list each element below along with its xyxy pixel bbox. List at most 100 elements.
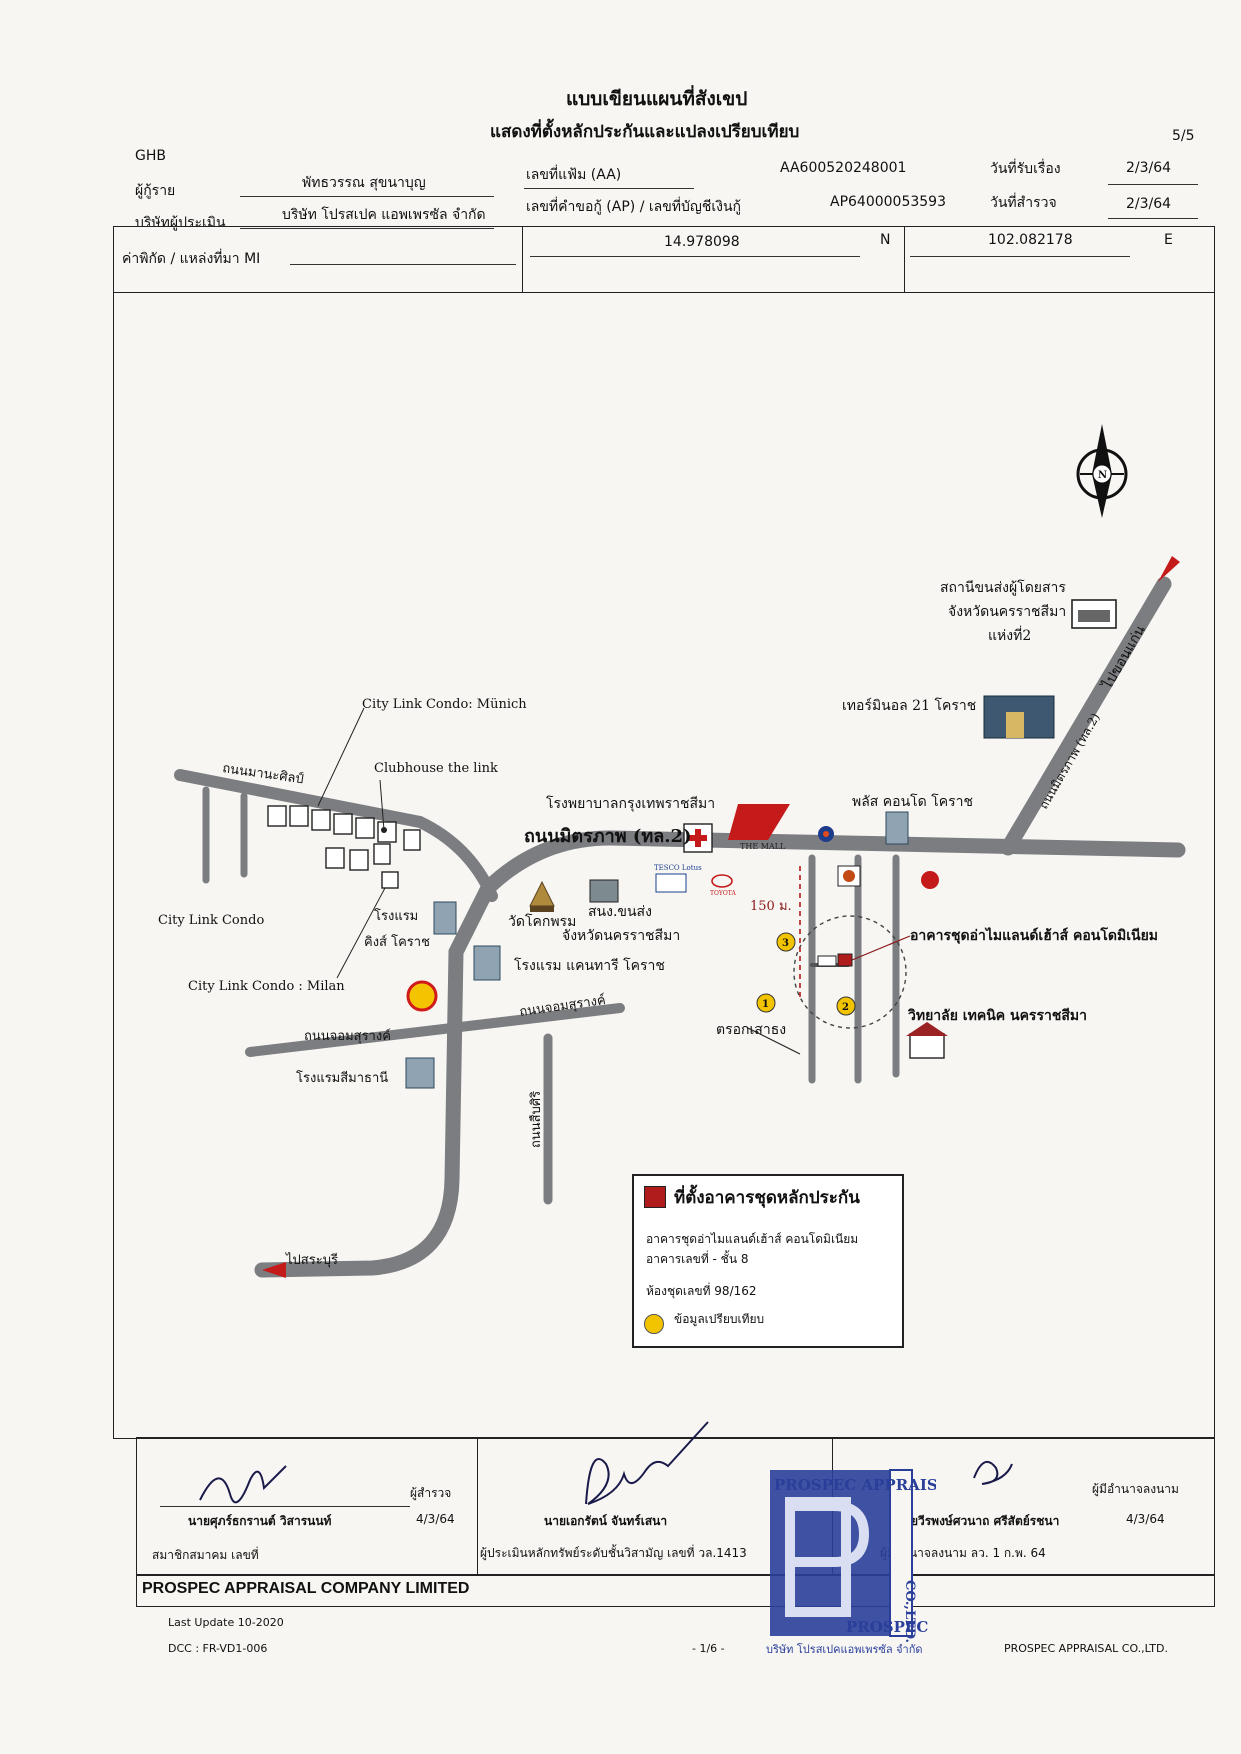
road-chomsurang — [245, 1003, 625, 1057]
ap-no: AP64000053593 — [830, 194, 946, 210]
company-name: PROSPEC APPRAISAL COMPANY LIMITED — [142, 1580, 470, 1597]
road-mittraphap-ne — [1000, 576, 1172, 856]
label-clubhouse: Clubhouse the link — [374, 761, 498, 776]
surveyor-date: 4/3/64 — [416, 1512, 455, 1526]
label-toyota: TOYOTA — [710, 890, 736, 897]
north-letter: N — [1098, 470, 1107, 481]
label-transport-1: สนง.ขนส่ง — [588, 904, 652, 920]
label-bus-terminal-2: จังหวัดนครราชสีมา — [948, 604, 1066, 620]
label-bangkok-hospital: โรงพยาบาลกรุงเทพราชสีมา — [546, 795, 715, 812]
survey-date-label: วันที่สำรวจ — [990, 195, 1057, 211]
city-link-buildings — [267, 805, 421, 889]
label-technic-college: วิทยาลัย เทคนิค นครราชสีมา — [907, 1008, 1087, 1024]
comparison-num-1: 1 — [762, 999, 769, 1010]
comparison-num-3: 3 — [782, 938, 789, 949]
north-arrow — [1076, 424, 1128, 518]
stamp-graphic: PROSPEC APPRAISAL CO.,LTD. PROSPEC — [770, 1469, 960, 1643]
signer-name: นายวีรพงษ์ศวนาถ ศรีสัตย์รชนา — [896, 1514, 1060, 1528]
college-icon — [906, 1022, 948, 1059]
file-no-label: เลขที่แฟ้ม (AA) — [526, 167, 622, 183]
comparison-marker-1 — [756, 993, 776, 1013]
tesco-logo — [655, 873, 687, 893]
map-subtitle: แสดงที่ตั้งหลักประกันและแปลงเปรียบเทียบ — [490, 122, 800, 142]
longitude: 102.082178 — [988, 232, 1073, 248]
latitude: 14.978098 — [664, 234, 740, 250]
bus-terminal-icon — [1071, 599, 1117, 629]
map-frame — [113, 292, 1215, 1439]
ap-no-label: เลขที่คำขอกู้ (AP) / เลขที่บัญชีเงินกู้ — [526, 199, 742, 215]
hotel-canary-icon — [473, 945, 501, 981]
stamp-bottom: PROSPEC — [846, 1618, 928, 1636]
signer-role: ผู้มีอำนาจลงนาม — [1092, 1482, 1179, 1496]
gas-station-icon-3 — [921, 871, 939, 889]
the-mall-text: THE MALL — [740, 842, 786, 851]
subject-marker — [837, 953, 853, 967]
legend-line-3: ห้องชุดเลขที่ 98/162 — [646, 1284, 757, 1298]
leader-subject — [851, 935, 911, 961]
temple-icon — [529, 880, 555, 912]
label-city-link-milan: City Link Condo : Milan — [188, 979, 345, 994]
label-subject: อาคารชุดอ่าไมแลนด์เฮ้าส์ คอนโดมิเนียม — [910, 926, 1158, 944]
label-tesco: TESCO Lotus — [654, 864, 702, 872]
legend-comparison-label: ข้อมูลเปรียบเทียบ — [674, 1312, 765, 1326]
signer-authority: ผู้มีอำนาจลงนาม ลว. 1 ก.พ. 64 — [880, 1546, 1046, 1560]
page-number: 5/5 — [1172, 128, 1195, 144]
map-title: แบบเขียนแผนที่สังเขป — [566, 88, 748, 110]
label-chomsurang-2: ถนนจอมสุรางค์ — [304, 1028, 391, 1044]
label-hotel-kings-2: คิงส์ โคราช — [364, 934, 430, 950]
coord-label: ค่าพิกัด / แหล่งที่มา MI — [122, 251, 261, 267]
appraiser-license: ผู้ประเมินหลักทรัพย์ระดับชั้นวิสามัญ เลข… — [480, 1546, 747, 1560]
radius-circle — [793, 915, 907, 1029]
company-row — [136, 1575, 1215, 1607]
surveyor-name: นายศุภร์ธกรานต์ วิสารนนท์ — [188, 1514, 332, 1528]
roads — [174, 576, 1186, 1278]
bank-code: GHB — [135, 148, 166, 164]
label-mittraphap-main: ถนนมิตรภาพ (ทล.2) — [524, 826, 692, 847]
legend-title: ที่ตั้งอาคารชุดหลักประกัน — [674, 1188, 860, 1208]
label-plus-condo: พลัส คอนโด โคราช — [852, 793, 973, 810]
appraiser-name: บริษัท โปรสเปค แอพเพรซัล จำกัด — [282, 207, 486, 223]
appraiser-label: บริษัทผู้ประเมิน — [135, 215, 226, 231]
legend-comparison-swatch — [644, 1314, 664, 1334]
toyota-logo — [711, 874, 733, 888]
stamp-side: CO.,LTD. — [902, 1580, 917, 1643]
label-bus-terminal-1: สถานีขนส่งผู้โดยสาร — [940, 579, 1066, 596]
signature-appraiser — [585, 1421, 709, 1505]
legend-box: ที่ตั้งอาคารชุดหลักประกัน อาคารชุดอ่าไมแ… — [632, 1174, 904, 1348]
company-stamp: PROSPEC APPRAISAL CO.,LTD. PROSPEC บริษั… — [766, 1460, 960, 1660]
borrower-name: พัทธวรรณ สุขนาบุญ — [302, 175, 426, 191]
latitude-dir: N — [880, 232, 891, 248]
road-mittraphap-west — [254, 880, 496, 1278]
comparison-num-2: 2 — [842, 1002, 849, 1013]
label-suebsiri: ถนนสืบศิริ — [528, 1091, 544, 1148]
label-bus-terminal-3: แห่งที่2 — [988, 626, 1031, 644]
signature-surveyor — [199, 1465, 287, 1504]
label-city-link-condo: City Link Condo — [158, 913, 264, 928]
legend-subject-swatch — [644, 1186, 666, 1208]
longitude-dir: E — [1164, 232, 1173, 248]
hospital-icon — [683, 823, 713, 853]
road-mittraphap — [480, 830, 1186, 896]
comparison-marker-2 — [836, 996, 856, 1016]
label-hotel-canary: โรงแรม แคนทารี โคราช — [514, 957, 665, 974]
label-distance: 150 ม. — [750, 899, 792, 914]
surveyor-role: ผู้สำรวจ — [410, 1486, 452, 1500]
surveyor-member: สมาชิกสมาคม เลขที่ — [152, 1548, 259, 1562]
signer-date: 4/3/64 — [1126, 1512, 1165, 1526]
received-date: 2/3/64 — [1126, 160, 1172, 176]
hotel-icons — [405, 811, 909, 1089]
legend-line-2: อาคารเลขที่ - ชั้น 8 — [646, 1252, 749, 1266]
stamp-top: PROSPEC APPRAISAL — [774, 1476, 936, 1494]
arrow-saraburi — [262, 1262, 286, 1278]
hotel-sima-icon — [405, 1057, 435, 1089]
label-hotel-sima: โรงแรมสีมาธานี — [296, 1070, 388, 1086]
label-wat: วัดโคกพรม — [508, 913, 576, 930]
borrower-label: ผู้กู้ราย — [135, 183, 176, 199]
legend-line-1: อาคารชุดอ่าไมแลนด์เฮ้าส์ คอนโดมิเนียม — [646, 1232, 859, 1246]
label-transport-2: จังหวัดนครราชสีมา — [562, 928, 680, 944]
leader-soi — [747, 1027, 801, 1055]
comparison-marker-3 — [776, 932, 796, 952]
hotel-kings-icon — [433, 901, 457, 935]
